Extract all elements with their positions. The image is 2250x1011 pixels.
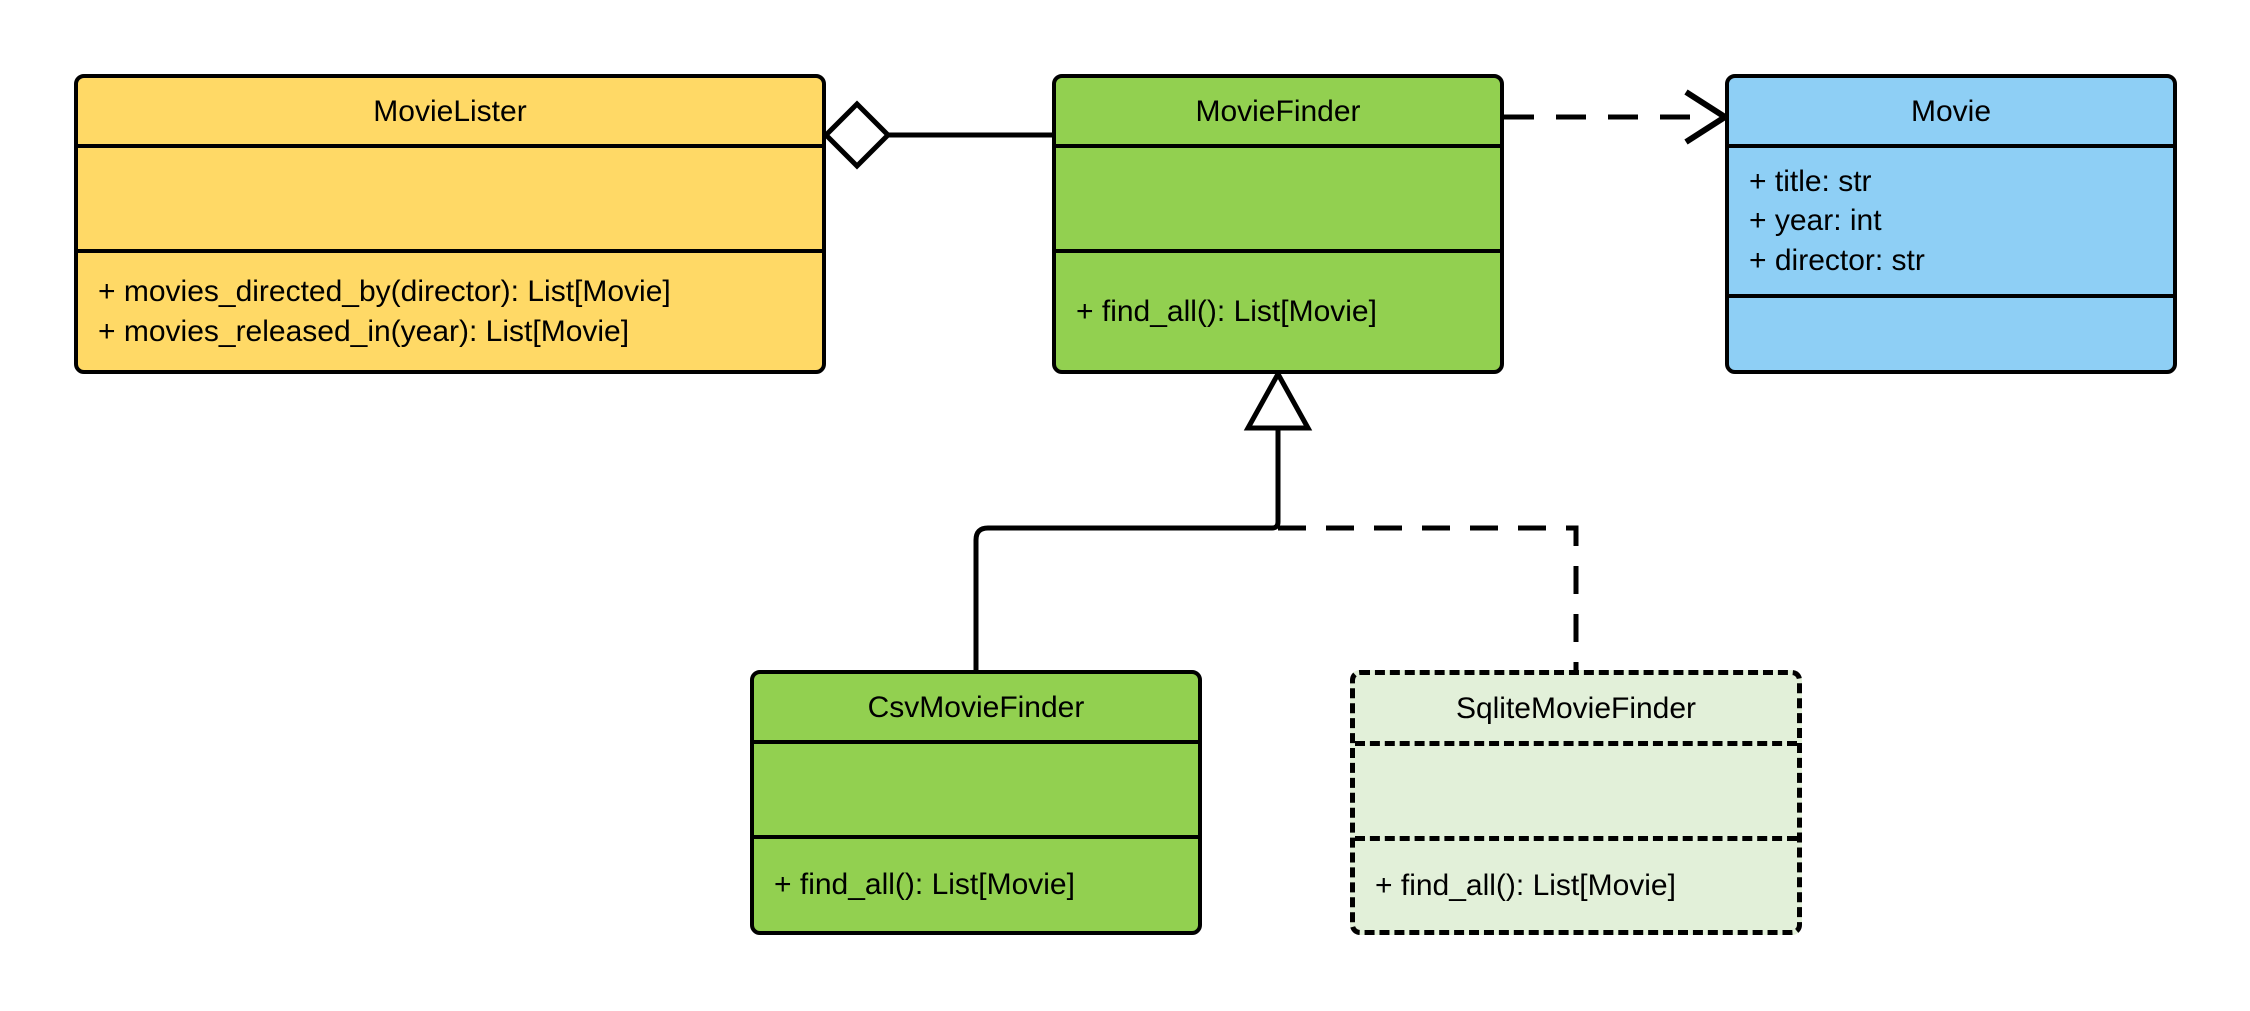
attribute-line: + title: str (1749, 164, 1872, 198)
methods-compartment: + movies_directed_by(director): List[Mov… (78, 249, 822, 370)
class-box-csv-movie-finder[interactable]: CsvMovieFinder + find_all(): List[Movie] (750, 670, 1202, 935)
aggregation-connector-lister-finder (822, 100, 1052, 170)
class-box-sqlite-movie-finder[interactable]: SqliteMovieFinder + find_all(): List[Mov… (1350, 670, 1802, 935)
class-name-compartment: MovieFinder (1056, 78, 1500, 144)
method-line: + find_all(): List[Movie] (1076, 294, 1377, 328)
class-box-movie-finder[interactable]: MovieFinder + find_all(): List[Movie] (1052, 74, 1504, 374)
method-line: + find_all(): List[Movie] (774, 868, 1075, 902)
generalization-tree (973, 368, 1579, 670)
class-title-movie-finder: MovieFinder (1195, 94, 1361, 128)
hollow-diamond-icon (822, 100, 892, 170)
class-name-compartment: SqliteMovieFinder (1355, 675, 1797, 741)
method-line: + find_all(): List[Movie] (1375, 868, 1676, 902)
class-title-movie: Movie (1910, 94, 1992, 128)
attributes-compartment (1355, 741, 1797, 836)
attribute-line: + director: str (1749, 243, 1925, 277)
attributes-compartment: + title: str + year: int + director: str (1729, 144, 2173, 294)
class-name-compartment: MovieLister (78, 78, 822, 144)
class-box-movie-lister[interactable]: MovieLister + movies_directed_by(directo… (74, 74, 826, 374)
generalization-branch-sqlite (1278, 525, 1579, 670)
method-line: + movies_released_in(year): List[Movie] (98, 314, 630, 348)
attribute-line: + year: int (1749, 204, 1882, 238)
class-title-csv-movie-finder: CsvMovieFinder (867, 690, 1085, 724)
attributes-compartment (78, 144, 822, 249)
methods-compartment: + find_all(): List[Movie] (754, 835, 1198, 931)
class-name-compartment: CsvMovieFinder (754, 674, 1198, 740)
hollow-triangle-icon (1243, 368, 1313, 431)
class-name-compartment: Movie (1729, 78, 2173, 144)
class-title-sqlite-movie-finder: SqliteMovieFinder (1455, 691, 1697, 725)
attributes-compartment (754, 740, 1198, 835)
dependency-connector-finder-movie (1504, 89, 1731, 145)
class-box-movie[interactable]: Movie + title: str + year: int + directo… (1725, 74, 2177, 374)
methods-compartment (1729, 294, 2173, 370)
generalization-branch-csv (973, 512, 1281, 670)
attributes-compartment (1056, 144, 1500, 249)
class-title-movie-lister: MovieLister (373, 94, 527, 128)
open-arrow-icon (1684, 89, 1731, 145)
method-line: + movies_directed_by(director): List[Mov… (98, 274, 671, 308)
methods-compartment: + find_all(): List[Movie] (1056, 249, 1500, 370)
methods-compartment: + find_all(): List[Movie] (1355, 836, 1797, 930)
